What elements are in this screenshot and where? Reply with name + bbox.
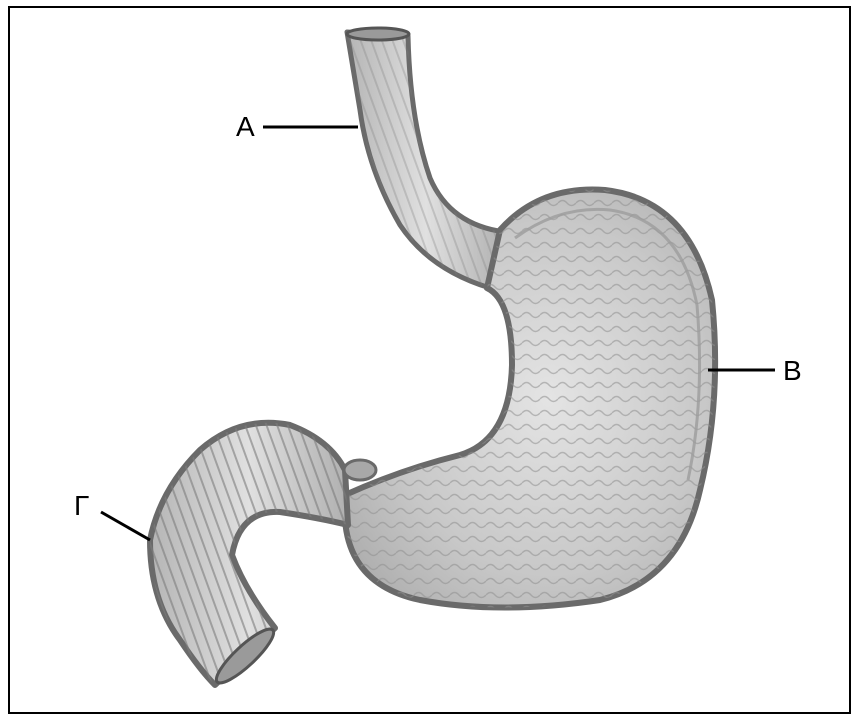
label-a: A xyxy=(236,113,255,141)
label-b: B xyxy=(783,357,802,385)
label-g: Γ xyxy=(74,492,89,520)
pyloric-sphincter xyxy=(344,460,376,480)
duodenum xyxy=(150,423,376,689)
esophagus xyxy=(347,28,505,288)
stomach-body xyxy=(345,190,715,608)
leader-line-g xyxy=(101,512,150,540)
esophagus-opening xyxy=(347,28,409,40)
